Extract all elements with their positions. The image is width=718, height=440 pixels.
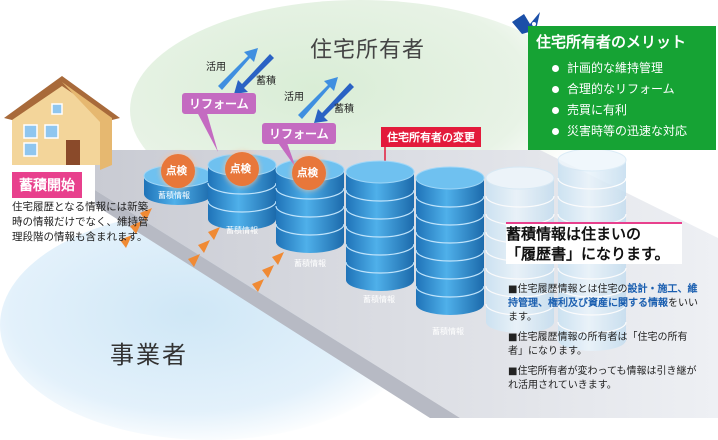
stack-top [415,166,485,190]
road-edge [95,190,460,418]
inspection-badge: 点検 [225,152,259,186]
stack-top [345,160,415,184]
stack-disk-line [415,285,485,298]
stack-disk-line [207,182,277,195]
stack-disk-line [557,177,627,190]
stack-disk-line [415,213,485,226]
inspection-badge: 点検 [292,156,326,190]
storage-label: 蓄積情報 [363,295,395,304]
history-paragraph: ■住宅所有者が変わっても情報は引き継がれ活用されていきます。 [508,366,697,391]
merit-item-text: 合理的なリフォーム [567,82,675,96]
stack-disk-line [557,195,627,208]
supply-arrows [120,208,284,292]
house-icon [4,76,120,170]
stack-disk-line [415,249,485,262]
storage-label: 蓄積情報 [432,327,464,336]
stack-top [485,166,555,190]
history-heading-line2: 「履歴書」になります。 [506,245,670,263]
bullet-icon [552,65,559,72]
stack-disk-line [345,243,415,256]
stack-side [276,170,344,253]
stack-disk-line [415,195,485,208]
stack-side [416,178,484,315]
stack-disk-line [557,321,627,334]
stack-side [208,165,276,230]
merit-item: 災害時等の迅速な対応 [552,121,687,142]
stack-disk-line [557,285,627,298]
stack-disk-line [275,205,345,218]
stack-side [346,172,414,291]
flow-arrows-icon [298,77,354,123]
stack-disk-line [557,267,627,280]
merit-item: 合理的なリフォーム [552,79,687,100]
stack-disk-line [415,267,485,280]
bullet-icon [552,86,559,93]
bullet-icon [552,107,559,114]
merit-item: 売買に有利 [552,100,687,121]
inspection-badge: 点検 [161,154,195,188]
flow-arrows-icon [218,48,274,94]
flow-store-label: 蓄積 [256,76,276,87]
history-paragraph: ■住宅履歴情報の所有者は「住宅の所有者」になります。 [508,332,688,357]
owner-change-badge: 住宅所有者の変更 [381,127,481,147]
owner-label: 住宅所有者 [310,38,426,63]
business-label: 事業者 [110,341,188,369]
reform-pointers [196,110,296,168]
stack-disk-line [415,231,485,244]
history-heading: 蓄積情報は住まいの 「履歴書」になります。 [506,222,682,264]
merit-item: 計画的な維持管理 [552,58,687,79]
history-body: ■住宅履歴情報とは住宅の設計・施工、維持管理、権利及び資産に関する情報をいいます… [508,283,698,399]
merit-item-text: 災害時等の迅速な対応 [567,124,688,138]
stack-disk-line [345,225,415,238]
stack-disk-line [485,303,555,316]
start-description: 住宅履歴となる情報には新築時の情報だけでなく、維持管理段階の情報も含まれます。 [12,201,149,243]
stack-disk-line [345,261,415,274]
start-badge: 蓄積開始 [12,172,82,198]
storage-label: 蓄積情報 [226,226,258,235]
history-stack [415,166,485,315]
stack-disk-line [345,207,415,220]
stack-disk-line [485,195,555,208]
stack-disk-line [557,303,627,316]
storage-label: 蓄積情報 [294,259,326,268]
merit-title: 住宅所有者のメリット [536,33,687,51]
history-paragraph: ■住宅履歴情報とは住宅の設計・施工、維持管理、権利及び資産に関する情報をいいます… [508,284,698,323]
stack-disk-line [207,200,277,213]
history-stack [345,160,415,291]
bullet-icon [552,128,559,135]
stack-disk-line [345,189,415,202]
reform-badge: リフォーム [262,123,336,144]
stack-disk-line [275,223,345,236]
flow-use-label: 活用 [206,62,226,73]
merit-list: 計画的な維持管理 合理的なリフォーム 売買に有利 災害時等の迅速な対応 [552,58,687,142]
flow-store-label: 蓄積 [334,104,354,115]
merit-panel: 住宅所有者のメリット 計画的な維持管理 合理的なリフォーム 売買に有利 災害時等… [528,26,716,150]
stack-disk-line [275,187,345,200]
merit-item-text: 売買に有利 [567,103,628,117]
flow-use-label: 活用 [284,92,304,103]
reform-badge: リフォーム [182,93,256,114]
storage-label: 蓄積情報 [158,191,190,200]
merit-item-text: 計画的な維持管理 [567,61,664,75]
stack-disk-line [485,267,555,280]
history-heading-line1: 蓄積情報は住まいの [506,225,642,243]
stack-disk-line [485,285,555,298]
